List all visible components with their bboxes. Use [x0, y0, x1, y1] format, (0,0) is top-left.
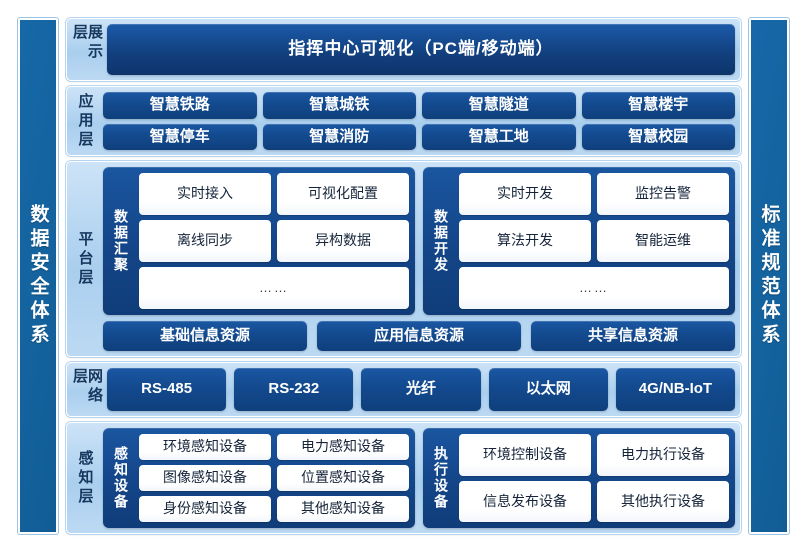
item-row: 图像感知设备 位置感知设备 [139, 465, 409, 491]
platform-groups: 数据汇聚 实时接入 可视化配置 离线同步 异构数据 [103, 167, 735, 315]
layer-stack: 展示层 指挥中心可视化（PC端/移动端） 应用层 智慧铁路 智慧城铁 智慧隧道 … [66, 18, 741, 534]
group-label-actuator-devices: 执行设备 [429, 434, 453, 522]
group-label-text: 执行设备 [433, 446, 449, 510]
group-label-sensing-devices: 感知设备 [109, 434, 133, 522]
group-label-data-aggregation: 数据汇聚 [109, 173, 133, 309]
layer-platform: 平台层 数据汇聚 实时接入 可视化配置 [66, 161, 741, 357]
platform-item[interactable]: 实时开发 [459, 173, 591, 215]
resource-row: 基础信息资源 应用信息资源 共享信息资源 [103, 321, 735, 351]
layer-perception: 感知层 感知设备 环境感知设备 电力感知设备 [66, 422, 741, 534]
resource-item[interactable]: 共享信息资源 [531, 321, 735, 351]
layer-network: 网络层 RS-485 RS-232 光纤 以太网 4G/NB-IoT [66, 362, 741, 417]
group-items: 环境控制设备 电力执行设备 信息发布设备 其他执行设备 [459, 434, 729, 522]
perception-item[interactable]: 电力感知设备 [277, 434, 409, 460]
app-item[interactable]: 智慧工地 [422, 123, 576, 150]
item-row: 身份感知设备 其他感知设备 [139, 496, 409, 522]
platform-item[interactable]: 离线同步 [139, 220, 271, 262]
platform-item[interactable]: 监控告警 [597, 173, 729, 215]
application-row: 智慧停车 智慧消防 智慧工地 智慧校园 [103, 123, 735, 150]
group-items: 实时接入 可视化配置 离线同步 异构数据 …… [139, 173, 409, 309]
item-row: 算法开发 智能运维 [459, 220, 729, 262]
application-row: 智慧铁路 智慧城铁 智慧隧道 智慧楼宇 [103, 92, 735, 119]
group-data-aggregation: 数据汇聚 实时接入 可视化配置 离线同步 异构数据 [103, 167, 415, 315]
item-row: …… [459, 267, 729, 309]
network-item[interactable]: 以太网 [488, 368, 608, 411]
group-label-text: 感知设备 [113, 446, 129, 510]
right-pillar-standards: 标准规范体系 [749, 18, 789, 534]
perception-groups: 感知设备 环境感知设备 电力感知设备 图像感知设备 位置感知设备 [103, 428, 735, 528]
layer-label-network-text: 网络层 [71, 368, 103, 406]
platform-item[interactable]: 可视化配置 [277, 173, 409, 215]
group-sensing-devices: 感知设备 环境感知设备 电力感知设备 图像感知设备 位置感知设备 [103, 428, 415, 528]
perception-item[interactable]: 位置感知设备 [277, 465, 409, 491]
left-pillar-label: 数据安全体系 [27, 204, 49, 348]
item-row: 环境控制设备 电力执行设备 [459, 434, 729, 476]
app-item[interactable]: 智慧消防 [262, 123, 416, 150]
actuator-item[interactable]: 其他执行设备 [597, 480, 729, 522]
platform-item[interactable]: 实时接入 [139, 173, 271, 215]
perception-item[interactable]: 图像感知设备 [139, 465, 271, 491]
item-row: 实时接入 可视化配置 [139, 173, 409, 215]
platform-body: 数据汇聚 实时接入 可视化配置 离线同步 异构数据 [103, 167, 735, 351]
layer-label-application: 应用层 [72, 92, 98, 150]
layer-application: 应用层 智慧铁路 智慧城铁 智慧隧道 智慧楼宇 智慧停车 智慧消防 智慧工地 智… [66, 86, 741, 156]
layer-label-presentation-text: 展示层 [71, 24, 103, 62]
left-pillar-data-security: 数据安全体系 [18, 18, 58, 534]
platform-item[interactable]: 智能运维 [597, 220, 729, 262]
network-item[interactable]: RS-485 [107, 368, 227, 411]
item-row: 离线同步 异构数据 [139, 220, 409, 262]
actuator-item[interactable]: 电力执行设备 [597, 434, 729, 476]
app-item[interactable]: 智慧停车 [103, 123, 257, 150]
layer-label-perception: 感知层 [72, 428, 98, 528]
perception-item[interactable]: 其他感知设备 [277, 496, 409, 522]
network-item[interactable]: 光纤 [361, 368, 481, 411]
layer-label-perception-text: 感知层 [76, 449, 94, 507]
network-item[interactable]: RS-232 [234, 368, 354, 411]
actuator-item[interactable]: 环境控制设备 [459, 434, 591, 476]
layer-label-network: 网络层 [71, 368, 103, 411]
right-pillar-label: 标准规范体系 [758, 204, 780, 348]
group-data-development: 数据开发 实时开发 监控告警 算法开发 智能运维 [423, 167, 735, 315]
group-actuator-devices: 执行设备 环境控制设备 电力执行设备 信息发布设备 其他执行设备 [423, 428, 735, 528]
perception-item[interactable]: 环境感知设备 [139, 434, 271, 460]
layer-label-platform-text: 平台层 [76, 230, 94, 288]
app-item[interactable]: 智慧校园 [581, 123, 735, 150]
group-items: 实时开发 监控告警 算法开发 智能运维 …… [459, 173, 729, 309]
group-label-text: 数据汇聚 [113, 209, 129, 273]
app-item[interactable]: 智慧城铁 [262, 92, 416, 119]
item-row: 信息发布设备 其他执行设备 [459, 480, 729, 522]
resource-item[interactable]: 应用信息资源 [317, 321, 521, 351]
platform-item-more[interactable]: …… [459, 267, 729, 309]
platform-item[interactable]: 算法开发 [459, 220, 591, 262]
perception-item[interactable]: 身份感知设备 [139, 496, 271, 522]
network-item[interactable]: 4G/NB-IoT [615, 368, 736, 411]
application-body: 智慧铁路 智慧城铁 智慧隧道 智慧楼宇 智慧停车 智慧消防 智慧工地 智慧校园 [103, 92, 735, 150]
group-items: 环境感知设备 电力感知设备 图像感知设备 位置感知设备 身份感知设备 其他感知设… [139, 434, 409, 522]
layer-presentation: 展示层 指挥中心可视化（PC端/移动端） [66, 18, 741, 81]
layer-label-presentation: 展示层 [71, 24, 103, 75]
app-item[interactable]: 智慧铁路 [103, 92, 257, 119]
layer-label-platform: 平台层 [72, 167, 98, 351]
item-row: 环境感知设备 电力感知设备 [139, 434, 409, 460]
layer-label-application-text: 应用层 [76, 92, 94, 150]
network-row: RS-485 RS-232 光纤 以太网 4G/NB-IoT [107, 368, 736, 411]
platform-item-more[interactable]: …… [139, 267, 409, 309]
item-row: 实时开发 监控告警 [459, 173, 729, 215]
platform-item[interactable]: 异构数据 [277, 220, 409, 262]
app-item[interactable]: 智慧楼宇 [581, 92, 735, 119]
resource-item[interactable]: 基础信息资源 [103, 321, 307, 351]
app-item[interactable]: 智慧隧道 [422, 92, 576, 119]
actuator-item[interactable]: 信息发布设备 [459, 480, 591, 522]
presentation-body: 指挥中心可视化（PC端/移动端） [107, 24, 735, 75]
item-row: …… [139, 267, 409, 309]
group-label-text: 数据开发 [433, 209, 449, 273]
perception-body: 感知设备 环境感知设备 电力感知设备 图像感知设备 位置感知设备 [103, 428, 735, 528]
network-body: RS-485 RS-232 光纤 以太网 4G/NB-IoT [107, 368, 736, 411]
group-label-data-development: 数据开发 [429, 173, 453, 309]
presentation-banner[interactable]: 指挥中心可视化（PC端/移动端） [107, 24, 735, 75]
